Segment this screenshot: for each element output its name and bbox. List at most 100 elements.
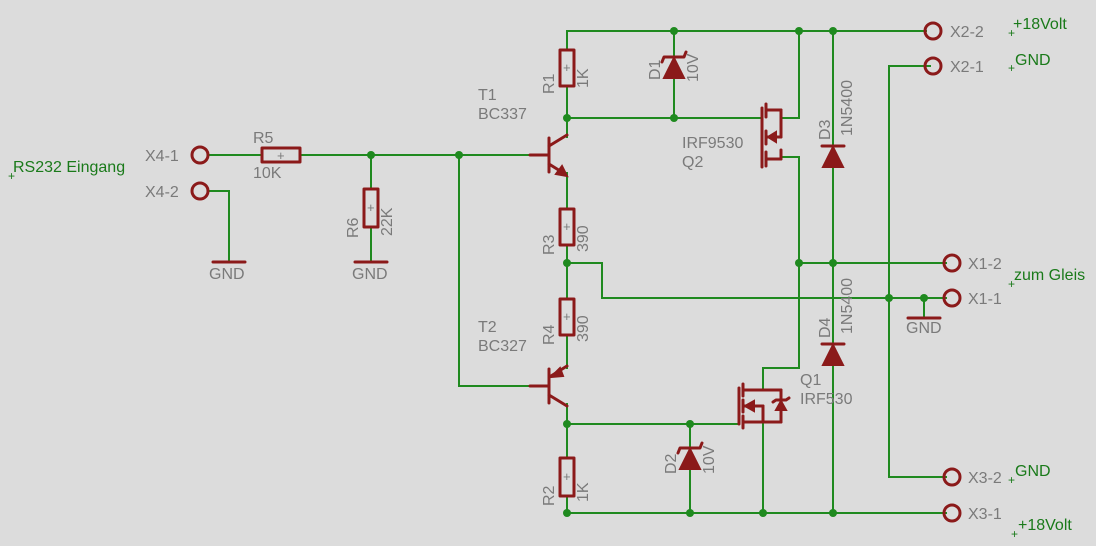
label-q1: Q1 (800, 372, 821, 389)
diodes (660, 50, 846, 470)
junction-dot (670, 114, 678, 122)
resistor-r4 (558, 297, 576, 337)
connector-pads (190, 21, 962, 523)
label-gnd-r6: GND (352, 266, 388, 283)
label-t2: T2 (478, 319, 497, 336)
connector-x1-2 (942, 253, 962, 273)
svg-text:+: + (277, 148, 285, 163)
diode-d1 (660, 50, 688, 79)
label-18volt-top: +18Volt (1013, 16, 1067, 33)
junction-dots (367, 27, 928, 517)
label-gnd-top: GND (1015, 52, 1051, 69)
junction-dot (795, 27, 803, 35)
mosfet-q2 (760, 102, 783, 169)
junction-dot (563, 114, 571, 122)
label-t2-value: BC327 (478, 338, 527, 355)
transistors (528, 102, 791, 430)
label-r4: R4 (541, 324, 558, 345)
diode-d4 (820, 342, 846, 366)
label-d4-value: 1N5400 (839, 278, 856, 334)
connector-x1-1 (942, 288, 962, 308)
svg-text:+: + (1008, 61, 1015, 75)
junction-dot (455, 151, 463, 159)
label-q2: Q2 (682, 154, 703, 171)
resistor-r3 (558, 207, 576, 247)
label-r3: R3 (541, 234, 558, 255)
label-x1-2: X1-2 (968, 256, 1002, 273)
label-x2-1: X2-1 (950, 59, 984, 76)
ground-symbols (211, 260, 942, 320)
label-r6: R6 (345, 217, 362, 238)
junction-dot (920, 294, 928, 302)
label-18volt-bottom: +18Volt (1018, 517, 1072, 534)
label-zum-gleis: zum Gleis (1014, 267, 1085, 284)
svg-text:+: + (1011, 527, 1018, 541)
junction-dot (367, 151, 375, 159)
svg-text:+: + (1008, 26, 1015, 40)
junction-dot (563, 420, 571, 428)
diode-d2 (676, 441, 704, 470)
junction-dot (759, 509, 767, 517)
junction-dot (686, 509, 694, 517)
connector-x4-2 (190, 181, 210, 201)
resistor-r1 (558, 48, 576, 88)
label-rs232-eingang: RS232 Eingang (13, 159, 125, 176)
transistor-t2 (528, 364, 569, 408)
label-x2-2: X2-2 (950, 24, 984, 41)
label-d1-value: 10V (685, 53, 702, 82)
svg-text:+: + (1008, 277, 1015, 291)
svg-text:+: + (563, 309, 571, 324)
transistor-t1 (528, 133, 569, 178)
label-q2-value: IRF9530 (682, 135, 743, 152)
junction-dot (563, 259, 571, 267)
svg-text:+: + (367, 200, 375, 215)
resistors: + + + + + + (260, 48, 576, 498)
junction-dot (563, 509, 571, 517)
connector-x4-1 (190, 145, 210, 165)
junction-dot (885, 294, 893, 302)
label-q1-value: IRF530 (800, 391, 853, 408)
junction-dot (686, 420, 694, 428)
label-r1-value: 1K (575, 68, 592, 88)
labels: X4-1 X4-2 RS232 Eingang + GND R5 10K GND… (8, 16, 1085, 541)
svg-text:+: + (1008, 473, 1015, 487)
junction-dot (670, 27, 678, 35)
svg-text:+: + (8, 169, 15, 183)
connector-x2-1 (923, 56, 943, 76)
label-gnd-bottom: GND (1015, 463, 1051, 480)
label-r2: R2 (541, 485, 558, 506)
svg-text:+: + (563, 60, 571, 75)
resistor-r5 (260, 146, 302, 164)
label-gnd-x1: GND (906, 320, 942, 337)
label-r5: R5 (253, 130, 274, 147)
wires (208, 30, 947, 514)
resistor-r6 (362, 187, 380, 229)
resistor-r2 (558, 456, 576, 498)
label-r3-value: 390 (575, 225, 592, 252)
label-x3-2: X3-2 (968, 470, 1002, 487)
label-x4-1: X4-1 (145, 148, 179, 165)
label-d3: D3 (817, 119, 834, 140)
label-gnd-x4: GND (209, 266, 245, 283)
junction-dot (829, 27, 837, 35)
junction-dot (795, 259, 803, 267)
label-x3-1: X3-1 (968, 506, 1002, 523)
junction-dot (829, 259, 837, 267)
junction-dot (829, 509, 837, 517)
connector-x2-2 (923, 21, 943, 41)
connector-x3-2 (942, 467, 962, 487)
label-d1: D1 (647, 59, 664, 80)
diode-d3 (820, 144, 846, 168)
label-d2: D2 (663, 453, 680, 474)
label-t1-value: BC337 (478, 106, 527, 123)
label-r4-value: 390 (575, 315, 592, 342)
svg-text:+: + (563, 219, 571, 234)
label-x1-1: X1-1 (968, 291, 1002, 308)
connector-x3-1 (942, 503, 962, 523)
svg-text:+: + (563, 469, 571, 484)
label-r5-value: 10K (253, 165, 282, 182)
label-d3-value: 1N5400 (839, 80, 856, 136)
label-d4: D4 (817, 317, 834, 338)
